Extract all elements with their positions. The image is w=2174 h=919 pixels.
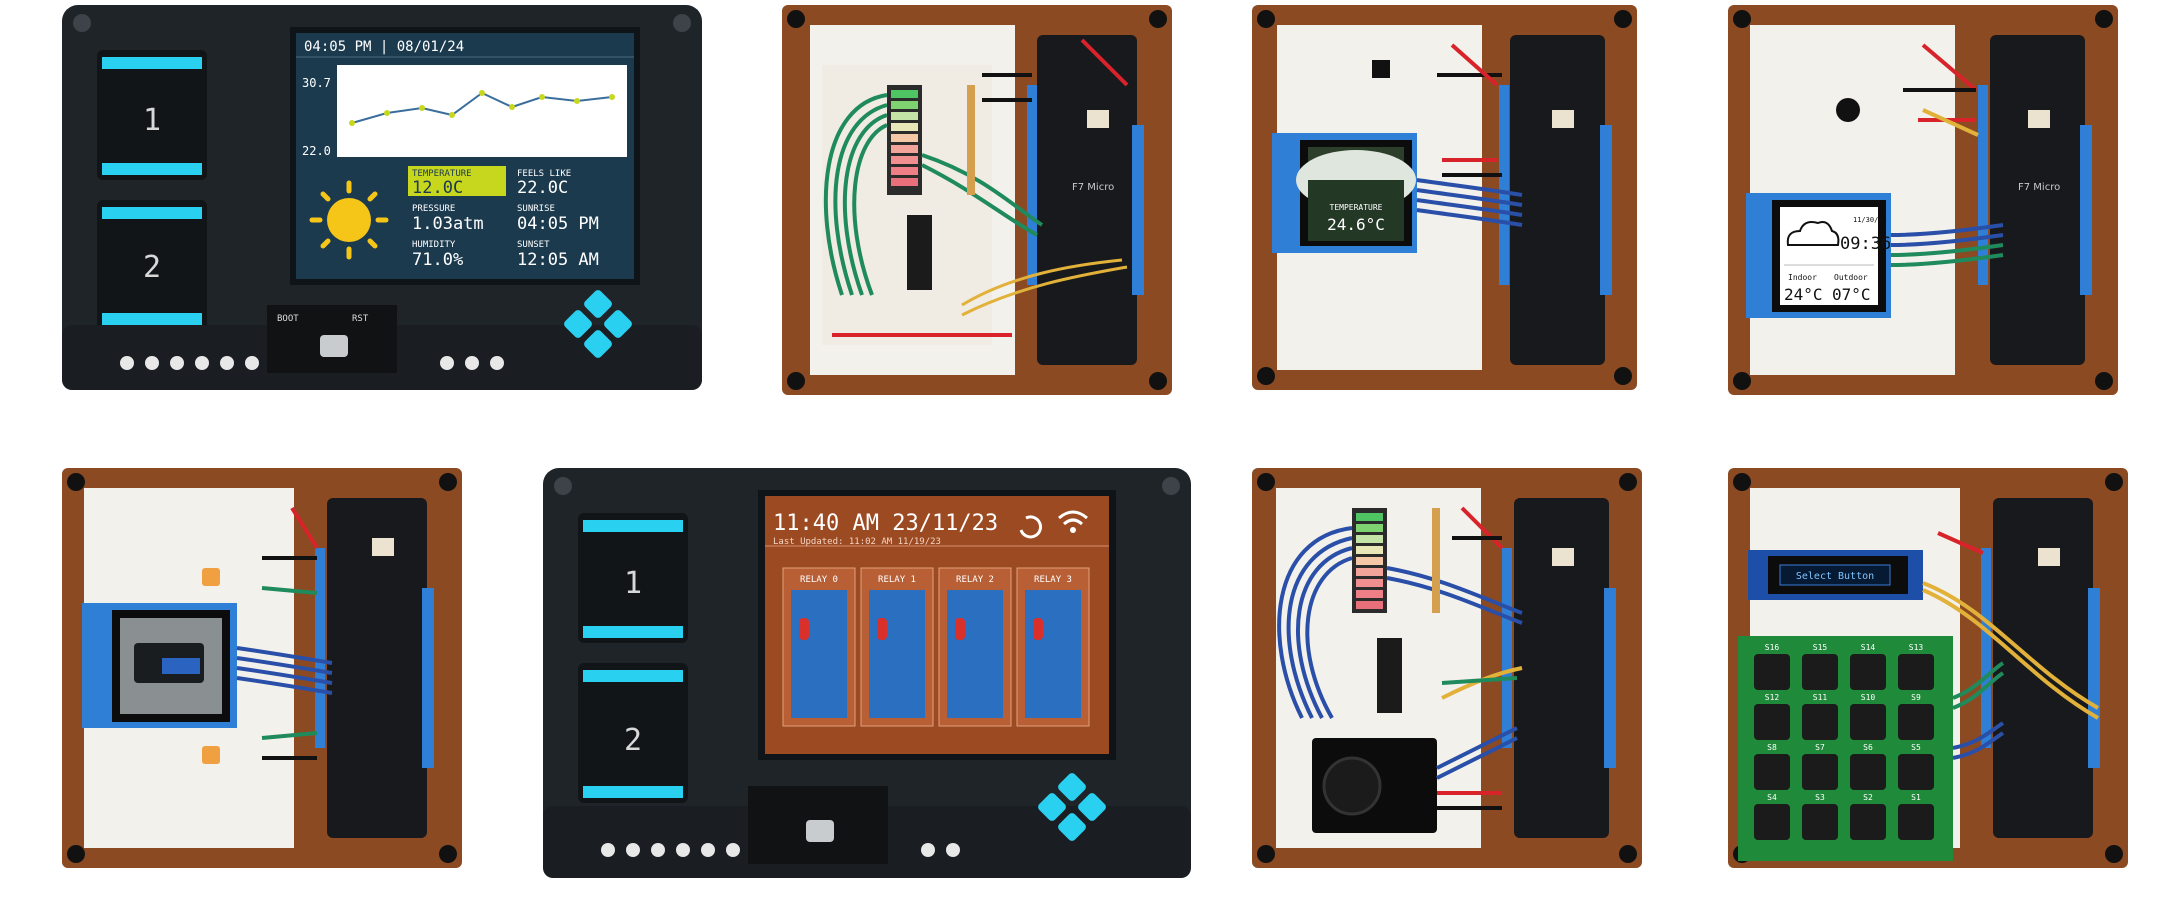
key-label: S9 bbox=[1911, 693, 1921, 702]
weather-date: 11/30/23 bbox=[1853, 216, 1887, 224]
sunset-label: SUNSET bbox=[517, 240, 550, 250]
relay-3-label: RELAY 3 bbox=[1034, 575, 1072, 585]
meadow-board-label: F7 Micro bbox=[2018, 182, 2060, 193]
relay-time-date: 11:40 AM 23/11/23 bbox=[773, 511, 998, 536]
project-lab-kit-weather: 04:05 PM | 08/01/24 30.7 22.0 TEMPERATUR… bbox=[62, 5, 702, 390]
dpad-icon bbox=[564, 290, 632, 358]
breadboard-kit-camera bbox=[62, 468, 462, 868]
sunrise-value: 04:05 PM bbox=[517, 214, 599, 234]
module-slot-1-label: 1 bbox=[143, 103, 161, 138]
breadboard-kit-indoor-outdoor: 11/30/23 09:36 Indoor Outdoor 24°C 07°C … bbox=[1728, 5, 2118, 395]
dpad-icon bbox=[1038, 773, 1106, 841]
relay-2-label: RELAY 2 bbox=[956, 575, 994, 585]
last-updated-text: Last Updated: 11:02 AM 11/19/23 bbox=[773, 537, 941, 547]
key-label: S8 bbox=[1767, 743, 1777, 752]
key-label: S6 bbox=[1863, 743, 1873, 752]
sunset-value: 12:05 AM bbox=[517, 250, 599, 270]
breadboard-kit-rotary bbox=[1252, 468, 1642, 868]
breadboard-kit-keypad: Select Button S16 S15 S14 S13 S12 S11 bbox=[1728, 468, 2128, 868]
key-label: S1 bbox=[1911, 793, 1921, 802]
feels-like-label: FEELS LIKE bbox=[517, 169, 571, 179]
wifi-icon bbox=[1058, 510, 1088, 526]
cloud-icon bbox=[1786, 221, 1840, 246]
sunrise-label: SUNRISE bbox=[517, 204, 555, 214]
temperature-screen-value: 24.6°C bbox=[1327, 215, 1385, 234]
rst-label: RST bbox=[352, 314, 369, 324]
breadboard-kit-temperature: TEMPERATURE 24.6°C bbox=[1252, 5, 1637, 390]
temperature-value: 12.0C bbox=[412, 178, 463, 198]
key-label: S10 bbox=[1861, 693, 1876, 702]
key-label: S15 bbox=[1813, 643, 1828, 652]
temperature-screen-title: TEMPERATURE bbox=[1330, 203, 1383, 212]
indoor-temperature: 24°C bbox=[1784, 285, 1823, 304]
pressure-value: 1.03atm bbox=[412, 214, 484, 234]
key-label: S14 bbox=[1861, 643, 1876, 652]
key-label: S13 bbox=[1909, 643, 1924, 652]
rotary-knob-icon bbox=[1322, 756, 1382, 816]
module-slot-1-label: 1 bbox=[624, 566, 642, 601]
chart-low-label: 22.0 bbox=[302, 144, 331, 158]
chart-high-label: 30.7 bbox=[302, 76, 331, 90]
weather-time-date: 04:05 PM | 08/01/24 bbox=[304, 39, 464, 55]
key-label: S3 bbox=[1815, 793, 1825, 802]
key-label: S4 bbox=[1767, 793, 1777, 802]
outdoor-label: Outdoor bbox=[1834, 273, 1868, 282]
outdoor-temperature: 07°C bbox=[1832, 285, 1871, 304]
key-label: S2 bbox=[1863, 793, 1873, 802]
key-label: S11 bbox=[1813, 693, 1828, 702]
indoor-label: Indoor bbox=[1788, 273, 1817, 282]
relay-0-label: RELAY 0 bbox=[800, 575, 838, 585]
pressure-label: PRESSURE bbox=[412, 204, 455, 214]
module-slot-2-label: 2 bbox=[624, 723, 642, 758]
key-label: S16 bbox=[1765, 643, 1780, 652]
temperature-label: TEMPERATURE bbox=[412, 169, 472, 179]
breadboard-kit-led-bar: F7 Micro bbox=[782, 5, 1172, 395]
project-lab-kit-relay: 11:40 AM 23/11/23 Last Updated: 11:02 AM… bbox=[543, 468, 1191, 878]
key-label: S12 bbox=[1765, 693, 1780, 702]
module-slot-2-label: 2 bbox=[143, 250, 161, 285]
meadow-board-label: F7 Micro bbox=[1072, 182, 1114, 193]
relay-1-label: RELAY 1 bbox=[878, 575, 916, 585]
weather-time: 09:36 bbox=[1840, 234, 1891, 254]
refresh-icon bbox=[1019, 515, 1043, 539]
humidity-value: 71.0% bbox=[412, 250, 463, 270]
oled-text: Select Button bbox=[1796, 571, 1874, 582]
boot-label: BOOT bbox=[277, 314, 299, 324]
feels-like-value: 22.0C bbox=[517, 178, 568, 198]
humidity-label: HUMIDITY bbox=[412, 240, 456, 250]
sun-icon bbox=[309, 180, 389, 260]
key-label: S7 bbox=[1815, 743, 1825, 752]
key-label: S5 bbox=[1911, 743, 1921, 752]
